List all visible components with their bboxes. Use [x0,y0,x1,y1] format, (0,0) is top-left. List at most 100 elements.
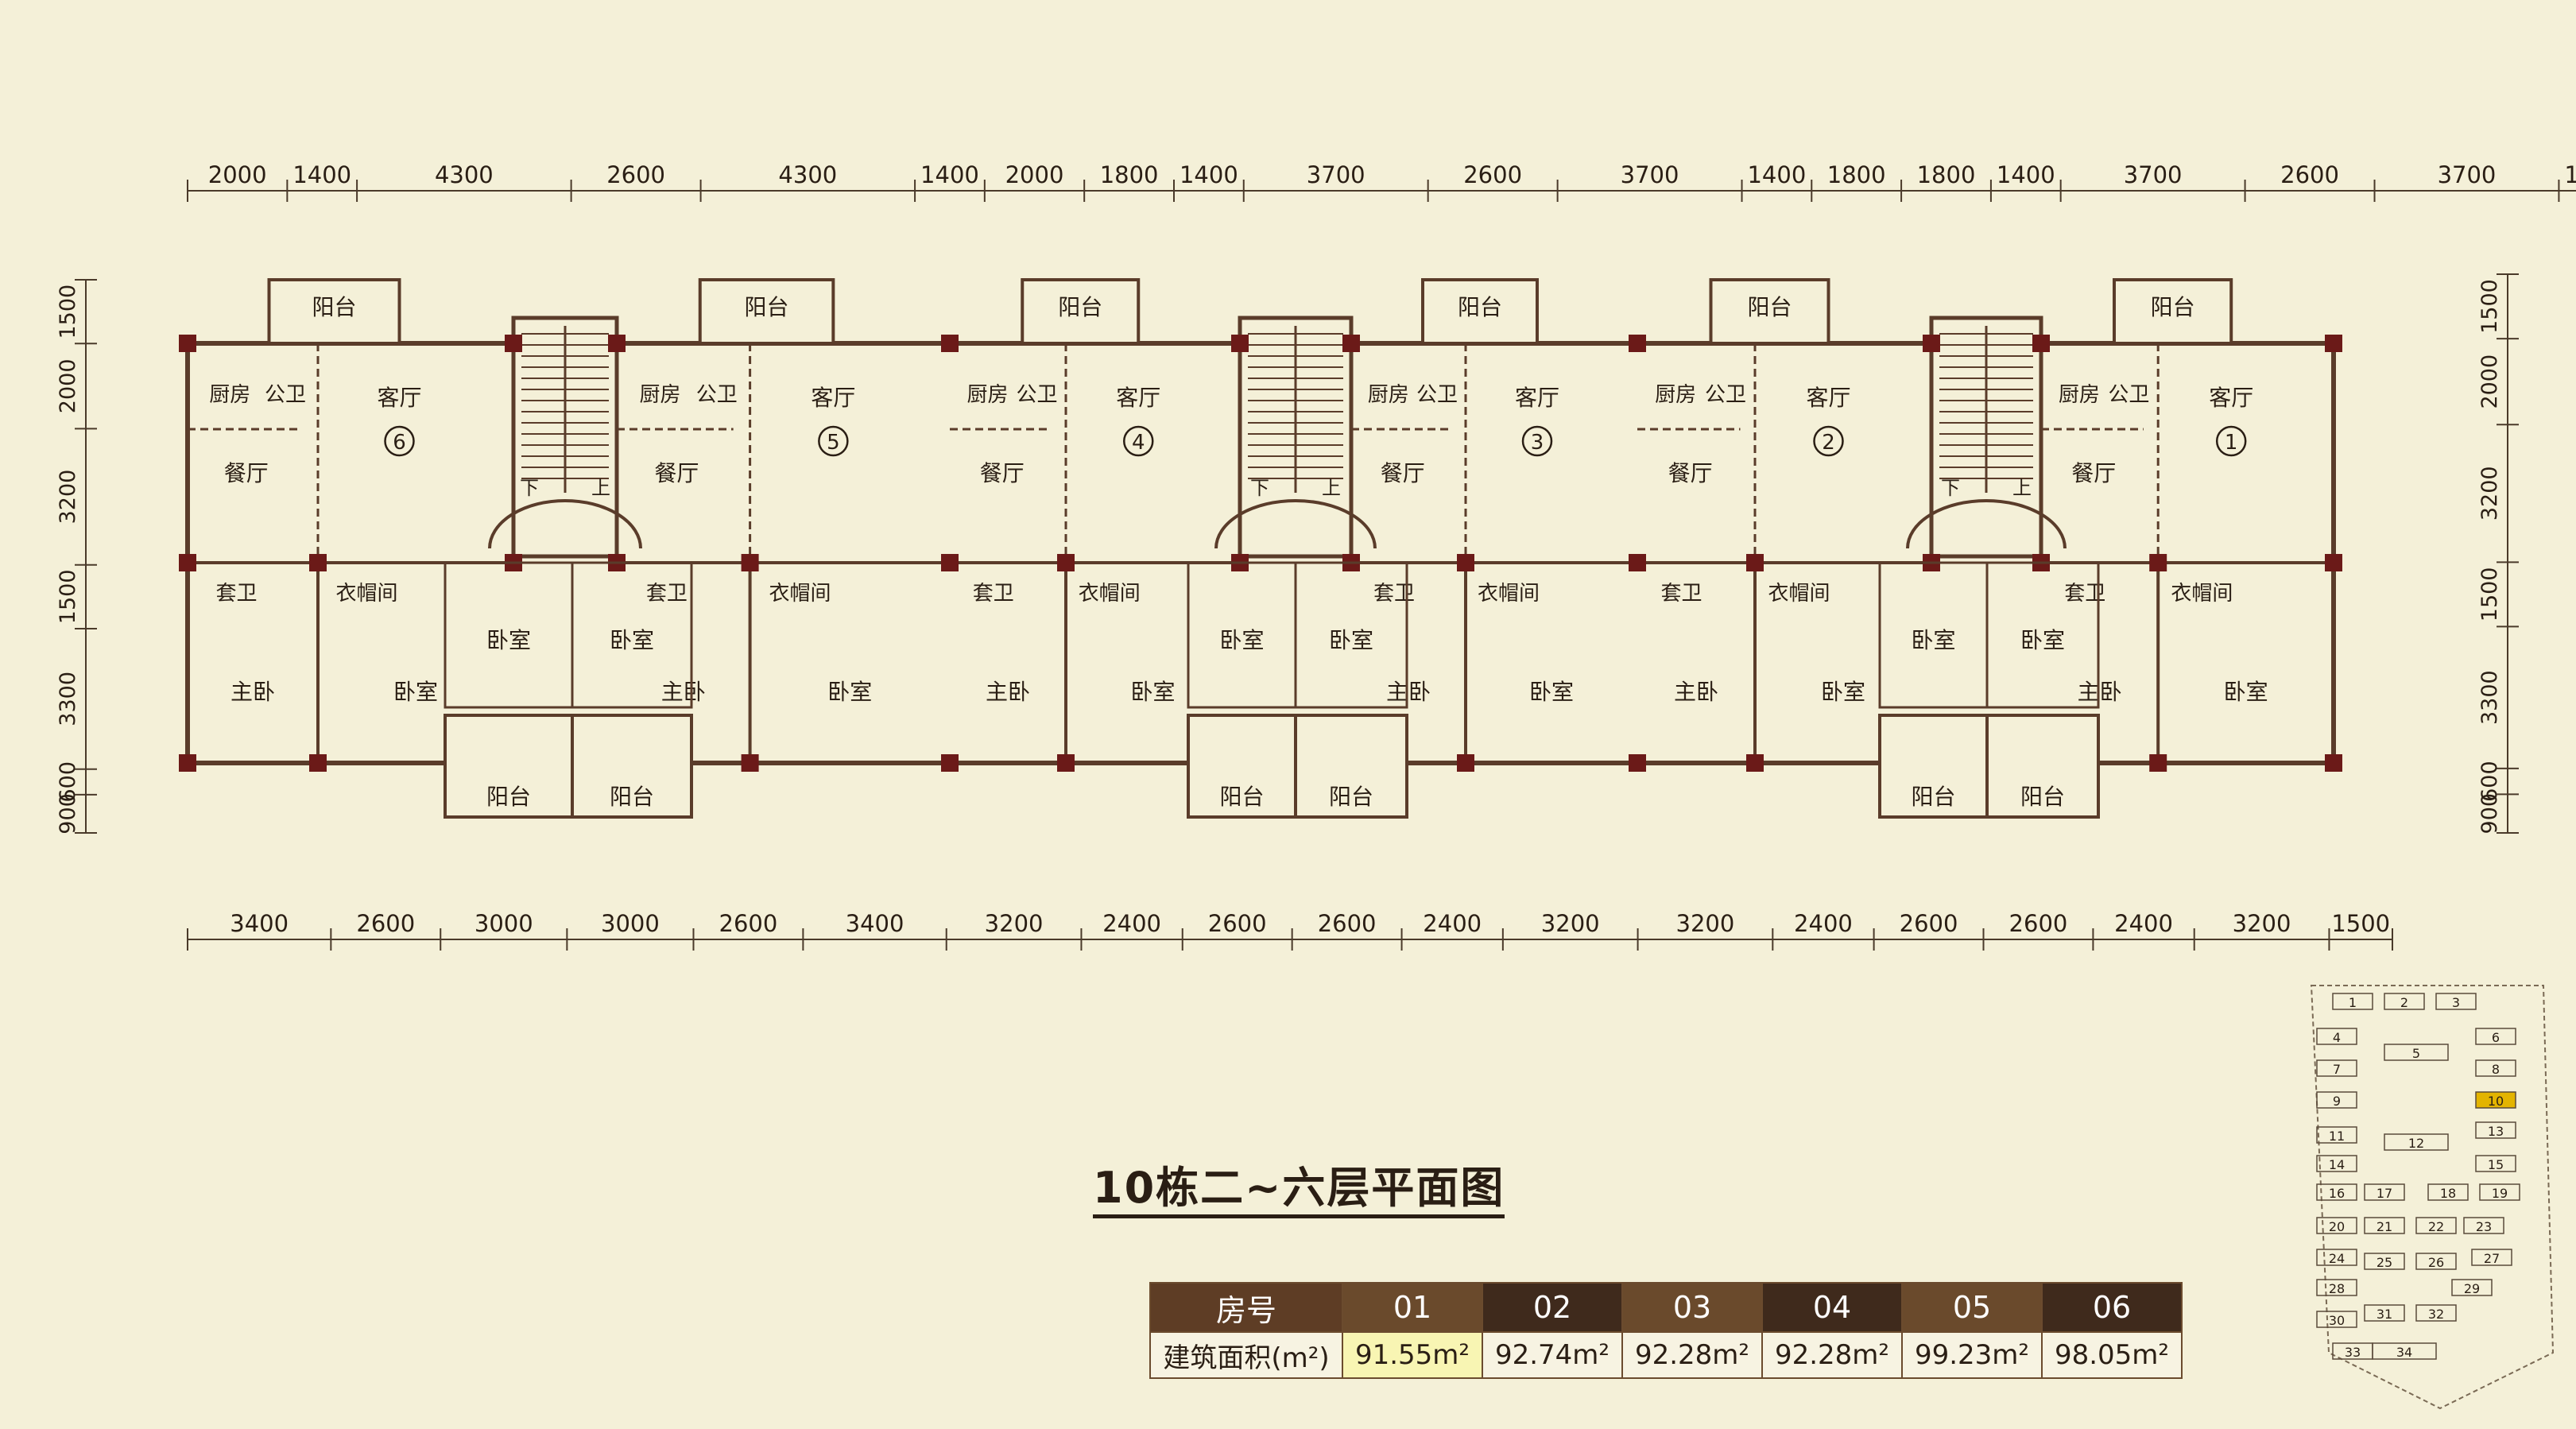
stair-side-balcony [1878,714,1989,819]
site-building-18 [2427,1183,2469,1201]
right-dimension-label: 1500 [2477,279,2502,334]
site-building-28 [2316,1279,2357,1296]
unit-6-kitchen-label: 厨房 [209,383,250,407]
top-dimension-label: 1400 [292,161,351,188]
site-building-label-22: 22 [2428,1219,2444,1234]
unit-2-column [1629,754,1646,772]
site-building-19 [2479,1183,2520,1201]
room-area-02: 92.74m² [1482,1331,1623,1379]
stair-side-bedroom-label: 卧室 [1329,627,1373,653]
stair-down-label: 下 [1250,477,1269,499]
unit-5-kitchen-label: 厨房 [639,383,680,407]
unit-3-bedroom-label: 卧室 [1529,679,1574,705]
unit-1-balcony [2113,278,2233,345]
unit-5-number: 5 [827,431,840,455]
site-building-label-28: 28 [2329,1281,2345,1296]
unit-2-closet-label: 衣帽间 [1768,582,1830,606]
unit-1-living-label: 客厅 [2209,385,2253,411]
unit-1-kitchen-label: 厨房 [2059,383,2100,407]
room-number-header: 房号 [1149,1282,1343,1333]
site-building-27 [2471,1249,2512,1266]
unit-3-balcony-label: 阳台 [1458,294,1502,320]
unit-6-column [179,554,196,571]
site-building-label-26: 26 [2428,1255,2444,1270]
site-building-24 [2316,1249,2357,1266]
bottom-dimension-label: 3200 [1541,910,1600,937]
stair-side-balcony-label: 阳台 [2020,784,2065,810]
site-building-32 [2415,1304,2457,1322]
top-dimension-label: 1800 [1827,161,1886,188]
top-dimension-label: 1400 [1180,161,1238,188]
room-number-02: 02 [1482,1282,1623,1333]
unit-5-bedroom-label: 卧室 [827,679,872,705]
site-boundary [2310,985,2555,1410]
bottom-dimension-label: 2600 [356,910,415,937]
left-dimension-label: 900 [56,793,80,835]
site-building-label-13: 13 [2488,1124,2504,1139]
bottom-dimension-label: 2400 [1794,910,1853,937]
drawing-title: 10栋二~六层平面图 [1093,1163,1505,1213]
site-building-2 [2384,993,2425,1010]
stair-side-balcony-label: 阳台 [1329,784,1373,810]
site-building-label-14: 14 [2329,1157,2345,1172]
site-building-23 [2463,1217,2504,1234]
stair-side-bedroom-label: 卧室 [486,627,531,653]
site-building-label-9: 9 [2333,1094,2341,1109]
right-dimension-label: 3300 [2477,670,2502,725]
unit-4-column [941,754,959,772]
top-dimension-label: 2600 [2280,161,2339,188]
unit-5-column [741,754,759,772]
unit-6-living-label: 客厅 [377,385,421,411]
unit-3-column [1457,754,1474,772]
top-dimension-label: 1800 [1100,161,1159,188]
unit-5-column [741,554,759,571]
unit-5-bath-label: 公卫 [696,383,738,407]
building-area-label: 建筑面积(m²) [1149,1331,1343,1379]
site-building-7 [2316,1059,2357,1077]
site-building-31 [2364,1304,2405,1322]
stair-side-bedroom-label: 卧室 [2020,627,2065,653]
site-building-12 [2384,1133,2449,1151]
room-area-04: 92.28m² [1761,1331,1903,1379]
unit-3-master-bedroom-label: 主卧 [1386,679,1431,705]
unit-3-number: 3 [1531,431,1544,455]
unit-6-master-bedroom-label: 主卧 [230,679,275,705]
stair-side-balcony-label: 阳台 [610,784,654,810]
unit-4-column [1057,554,1075,571]
bottom-dimension-label: 2600 [719,910,778,937]
unit-4-number-circle [1123,425,1154,457]
unit-1-column [2149,754,2167,772]
unit-4-kitchen-label: 厨房 [966,383,1008,407]
stair-side-balcony [1985,714,2100,819]
top-dimension-label: 1400 [920,161,979,188]
unit-1-column [2325,754,2342,772]
site-building-15 [2475,1155,2516,1172]
site-building-label-16: 16 [2329,1186,2345,1201]
site-building-10 [2475,1091,2516,1109]
top-dimension-label: 2000 [1005,161,1064,188]
site-building-3 [2435,993,2477,1010]
unit-1-balcony-label: 阳台 [2151,294,2195,320]
unit-1-column [2325,335,2342,352]
unit-5-suite-bath-label: 套卫 [646,582,688,606]
unit-5-master-bedroom-label: 主卧 [661,679,706,705]
unit-2-column [1629,335,1646,352]
site-building-13 [2475,1121,2516,1139]
stair-side-balcony-label: 阳台 [1219,784,1264,810]
stair-side-balcony-label: 阳台 [1911,784,1955,810]
unit-1-column [2032,335,2050,352]
site-building-label-31: 31 [2377,1307,2392,1322]
bottom-dimension-label: 3200 [2233,910,2291,937]
site-building-label-11: 11 [2329,1129,2345,1144]
stair-side-bedroom [1294,561,1408,709]
unit-3-bath-label: 公卫 [1416,383,1458,407]
stair-side-bedroom-label: 卧室 [1911,627,1955,653]
site-building-label-18: 18 [2440,1186,2456,1201]
bottom-dimension-label: 2400 [1423,910,1482,937]
unit-3-dining-label: 餐厅 [1381,460,1425,486]
unit-2-bath-label: 公卫 [1705,383,1746,407]
site-building-21 [2364,1217,2405,1234]
unit-5-closet-label: 衣帽间 [769,582,831,606]
bottom-dimension-label: 2600 [1208,910,1267,937]
